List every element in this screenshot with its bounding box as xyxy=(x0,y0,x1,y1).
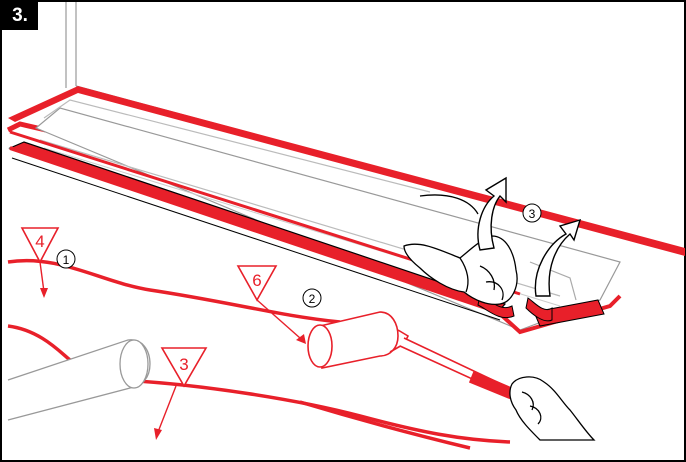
hand-peeling xyxy=(403,194,518,306)
circled-number-2-label: 2 xyxy=(309,292,316,306)
hand-rolling xyxy=(509,376,596,441)
triangle-marker-4: 4 xyxy=(20,227,60,298)
triangle-marker-3: 3 xyxy=(154,347,208,440)
circled-number-3-label: 3 xyxy=(529,207,536,221)
floor-contours xyxy=(7,258,511,450)
circled-number-1: 1 xyxy=(56,249,76,269)
triangle-marker-4-label: 4 xyxy=(35,232,44,251)
pressure-roller xyxy=(307,311,517,402)
circled-number-2: 2 xyxy=(302,288,322,308)
drain-pipe xyxy=(7,339,151,421)
triangle-marker-3-label: 3 xyxy=(179,355,188,374)
triangle-marker-6: 6 xyxy=(236,265,306,344)
step-number-badge: 3. xyxy=(2,2,38,30)
curved-up-arrow-right xyxy=(534,218,582,297)
circled-number-1-label: 1 xyxy=(63,253,70,267)
curved-up-arrow-left xyxy=(477,176,507,251)
triangle-marker-6-label: 6 xyxy=(252,271,261,290)
circled-number-3: 3 xyxy=(522,203,542,223)
